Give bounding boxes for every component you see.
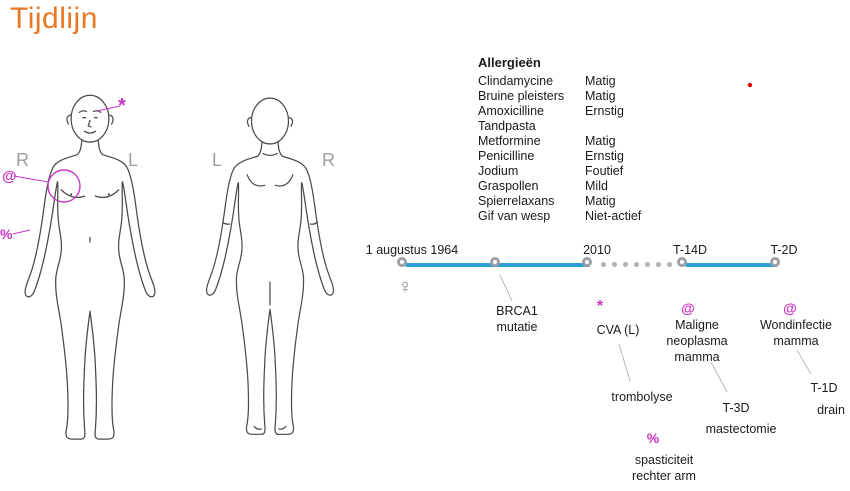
allergy-severity: Ernstig: [585, 149, 624, 163]
allergy-severity: Matig: [585, 134, 616, 148]
front-side-label-left: L: [128, 150, 139, 170]
body-marker-head-asterisk[interactable]: *: [118, 95, 126, 117]
allergy-severity: Matig: [585, 74, 616, 88]
event-marker-neoplasma-at[interactable]: @: [681, 300, 695, 316]
timeline-node-t2d[interactable]: [770, 257, 780, 267]
timeline-date-t2d: T-2D: [770, 243, 798, 257]
event-label-line: Maligne: [675, 318, 719, 332]
timeline-date-2010: 2010: [583, 243, 611, 257]
event-cva[interactable]: CVA (L): [596, 323, 640, 337]
allergy-name: Spierrelaxans: [478, 194, 555, 208]
body-marker-chest-at[interactable]: @: [2, 168, 17, 185]
allergy-name: Metformine: [478, 134, 541, 148]
allergy-severity: [585, 119, 641, 134]
connector-mastectomie: [710, 361, 728, 393]
gender-female-icon: ♀: [397, 276, 413, 298]
event-label-line: spasticiteit: [634, 453, 694, 467]
allergy-name: Penicilline: [478, 149, 535, 163]
body-back-figure[interactable]: [182, 92, 358, 444]
event-label-line: mutatie: [496, 320, 538, 334]
event-label-line: neoplasma: [666, 334, 728, 348]
allergy-row: Bruine pleisters Matig: [478, 89, 641, 104]
allergy-row: Tandpasta: [478, 119, 641, 134]
connector-trombolyse: [618, 343, 631, 382]
event-marker-spasticiteit-percent[interactable]: %: [646, 430, 660, 446]
allergy-severity: Mild: [585, 179, 608, 193]
timeline-node-2010[interactable]: [582, 257, 592, 267]
back-side-label-right: R: [322, 150, 335, 170]
event-label-line: mamma: [773, 334, 819, 348]
allergy-row: Jodium Foutief: [478, 164, 641, 179]
allergy-severity: Foutief: [585, 164, 624, 178]
red-dot: [747, 82, 753, 88]
timeline-date-t14d: T-14D: [672, 243, 708, 257]
allergy-row: Penicilline Ernstig: [478, 149, 641, 164]
event-label-line: mamma: [674, 350, 720, 364]
allergy-name: Graspollen: [478, 179, 539, 193]
allergy-row: Spierrelaxans Matig: [478, 194, 641, 209]
allergy-name: Jodium: [478, 164, 519, 178]
allergy-severity: Matig: [585, 194, 616, 208]
timeline-node-birth[interactable]: [397, 257, 407, 267]
allergies-panel: Allergieën Clindamycine Matig Bruine ple…: [478, 55, 641, 224]
allergies-title: Allergieën: [478, 55, 541, 70]
body-front-figure[interactable]: [0, 88, 180, 450]
timeline-node-brca1[interactable]: [490, 257, 500, 267]
allergy-row: Gif van wesp Niet-actief: [478, 209, 641, 224]
allergy-row: Amoxicilline Ernstig: [478, 104, 641, 119]
allergy-row: Graspollen Mild: [478, 179, 641, 194]
event-marker-wondinfectie-at[interactable]: @: [783, 300, 797, 316]
allergy-row: Clindamycine Matig: [478, 74, 641, 89]
event-maligne-neoplasma[interactable]: Maligne neoplasma mamma: [666, 317, 727, 365]
event-label-line: rechter arm: [632, 469, 696, 483]
body-marker-arm-percent[interactable]: %: [0, 226, 13, 242]
allergy-row: Metformine Matig: [478, 134, 641, 149]
event-label-line: Wondinfectie: [759, 318, 833, 332]
event-marker-cva-asterisk[interactable]: *: [596, 298, 604, 315]
page-title: Tijdlijn: [10, 2, 98, 35]
allergy-severity: Niet-actief: [585, 209, 642, 223]
front-side-label-right: R: [16, 150, 29, 170]
allergy-severity: Ernstig: [585, 104, 624, 118]
back-side-label-left: L: [212, 150, 223, 170]
event-spasticiteit[interactable]: spasticiteit rechter arm: [632, 452, 696, 484]
allergy-name: Amoxicilline: [478, 104, 544, 118]
allergy-name: Tandpasta: [478, 119, 536, 133]
event-date-t1d: T-1D: [810, 381, 838, 395]
timeline-segment-solid-2: [685, 263, 778, 267]
allergy-name: Gif van wesp: [478, 209, 551, 223]
event-trombolyse[interactable]: trombolyse: [611, 390, 673, 404]
event-drain[interactable]: drain: [817, 403, 845, 417]
event-wondinfectie[interactable]: Wondinfectie mamma: [760, 317, 832, 349]
allergy-name: Clindamycine: [478, 74, 554, 88]
timeline-segment-dotted: [598, 261, 678, 268]
connector-drain: [796, 349, 812, 375]
event-date-t3d: T-3D: [722, 401, 750, 415]
connector-brca1: [499, 274, 513, 302]
allergy-name: Bruine pleisters: [478, 89, 565, 103]
event-mastectomie[interactable]: mastectomie: [705, 422, 777, 436]
timeline-date-birth: 1 augustus 1964: [365, 243, 459, 257]
event-label-line: BRCA1: [496, 304, 538, 318]
allergy-severity: Matig: [585, 89, 616, 103]
event-brca1-mutatie[interactable]: BRCA1 mutatie: [496, 303, 538, 335]
timeline-node-t14d[interactable]: [677, 257, 687, 267]
